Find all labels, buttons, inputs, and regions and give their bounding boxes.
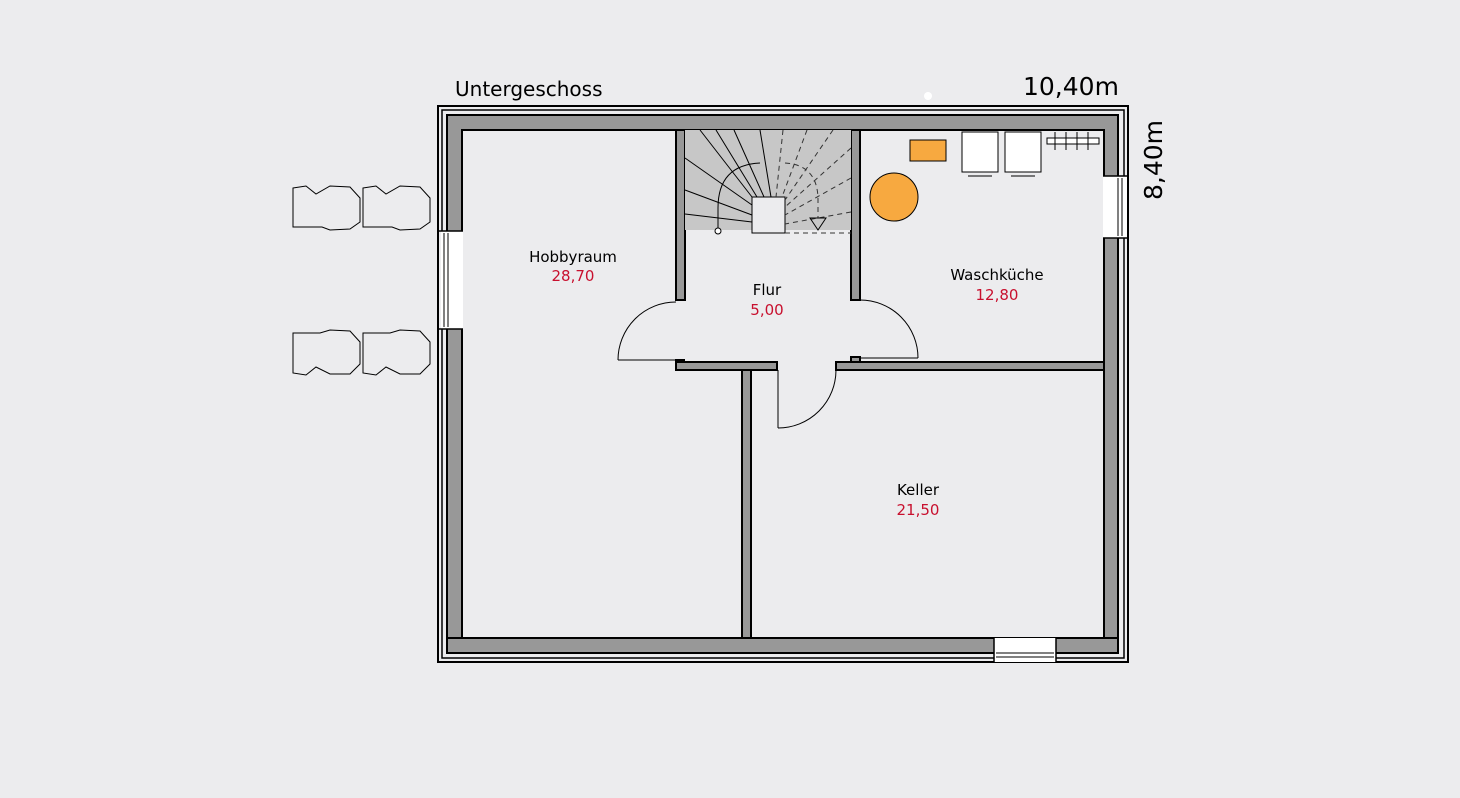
depth-dimension: 8,40m [1139,120,1168,200]
staircase [684,129,852,235]
door-hobbyraum [617,301,677,361]
window-right-opening [1103,176,1127,238]
washing-machine [961,131,999,173]
marker-dot [924,92,932,100]
wall-flur-bottom-left [675,361,778,371]
wall-keller-left [741,369,752,639]
boiler-tank [869,172,919,222]
room-name-waschkueche: Waschküche [950,266,1043,284]
wall-stair-left [675,129,686,301]
window-bottom-opening [994,638,1056,662]
room-area-flur: 5,00 [750,301,783,319]
heating-unit [909,139,947,162]
wall-stair-right [850,129,861,301]
outer-wall-line [437,105,1129,663]
width-dimension: 10,40m [1023,72,1119,101]
door-keller [777,369,837,429]
wall-wasch-bottom [835,361,1105,371]
outer-wall-line-inner [441,109,1125,659]
exterior-wall-bottom [446,637,1119,654]
room-area-keller: 21,50 [897,501,940,519]
dryer [1004,131,1042,173]
room-area-waschkueche: 12,80 [976,286,1019,304]
plan-title: Untergeschoss [455,77,603,101]
room-area-hobbyraum: 28,70 [552,267,595,285]
window-left-opening [441,231,463,329]
shrub-group-top [292,185,431,231]
door-waschkueche [859,299,919,359]
drying-rack [1046,132,1100,150]
room-name-flur: Flur [753,281,782,299]
room-name-hobbyraum: Hobbyraum [529,248,617,266]
shrub-group-bottom [292,329,431,376]
room-name-keller: Keller [897,481,940,499]
